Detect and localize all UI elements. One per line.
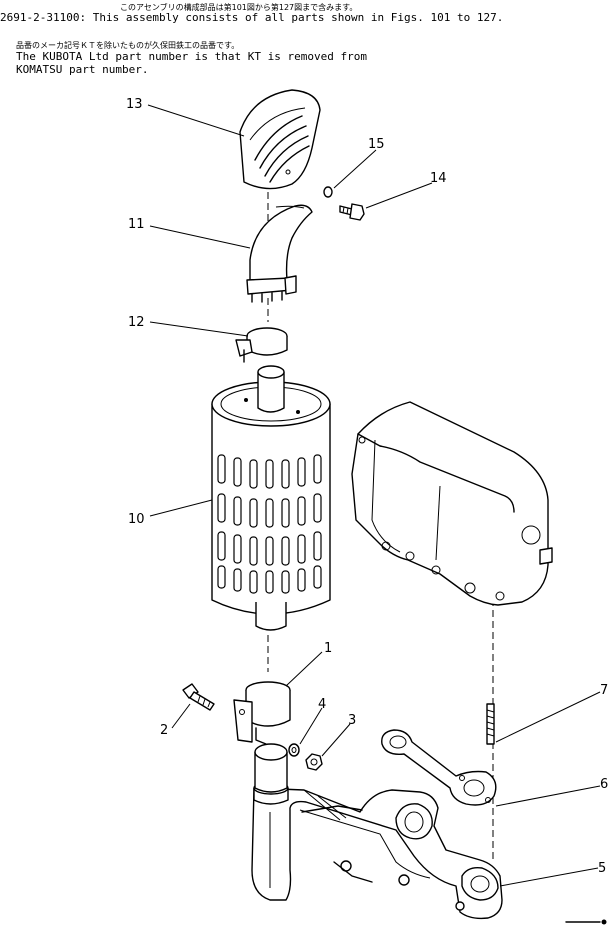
callout-10: 10 <box>128 512 145 527</box>
part-2-bolt <box>182 683 215 711</box>
muffler-slots <box>217 454 322 594</box>
part-11-elbow-pipe <box>246 204 313 303</box>
callout-5: 5 <box>598 861 606 876</box>
header-japanese-line-2: 品番のメーカ記号ＫＴを除いたものが久保田鉄工の品番です。 <box>16 41 240 50</box>
part-15-washer <box>323 186 333 198</box>
header-kubota-note-line-1: The KUBOTA Ltd part number is that KT is… <box>16 50 367 63</box>
part-4-washer <box>288 743 300 757</box>
engine-housing <box>351 401 553 606</box>
callout-2: 2 <box>160 723 168 738</box>
part-1-lower-clamp <box>233 681 291 745</box>
part-3-nut <box>305 753 323 771</box>
callout-4: 4 <box>318 697 326 712</box>
part-13-cover <box>239 89 321 190</box>
part-6-gasket <box>381 729 497 806</box>
header-assembly-note: 2691-2-31100: This assembly consists of … <box>0 11 504 24</box>
callout-12: 12 <box>128 315 145 330</box>
callout-11: 11 <box>128 217 145 232</box>
part-5-exhaust-pipe <box>251 743 503 920</box>
part-7-stud <box>486 703 495 745</box>
corner-mark-dot <box>601 919 607 925</box>
part-12-clamp-band <box>235 327 288 363</box>
callout-leader-lines <box>147 104 601 887</box>
header-kubota-note-line-2: KOMATSU part number. <box>16 63 149 76</box>
callout-13: 13 <box>126 97 143 112</box>
callout-7: 7 <box>600 683 608 698</box>
header-japanese-line-1: このアセンブリの構成部品は第101図から第127図まで含みます。 <box>120 3 358 12</box>
callout-14: 14 <box>430 171 447 186</box>
callout-15: 15 <box>368 137 385 152</box>
callout-1: 1 <box>324 641 332 656</box>
callout-6: 6 <box>600 777 608 792</box>
callout-3: 3 <box>348 713 356 728</box>
part-10-muffler <box>211 365 331 631</box>
part-14-bolt <box>339 203 365 221</box>
